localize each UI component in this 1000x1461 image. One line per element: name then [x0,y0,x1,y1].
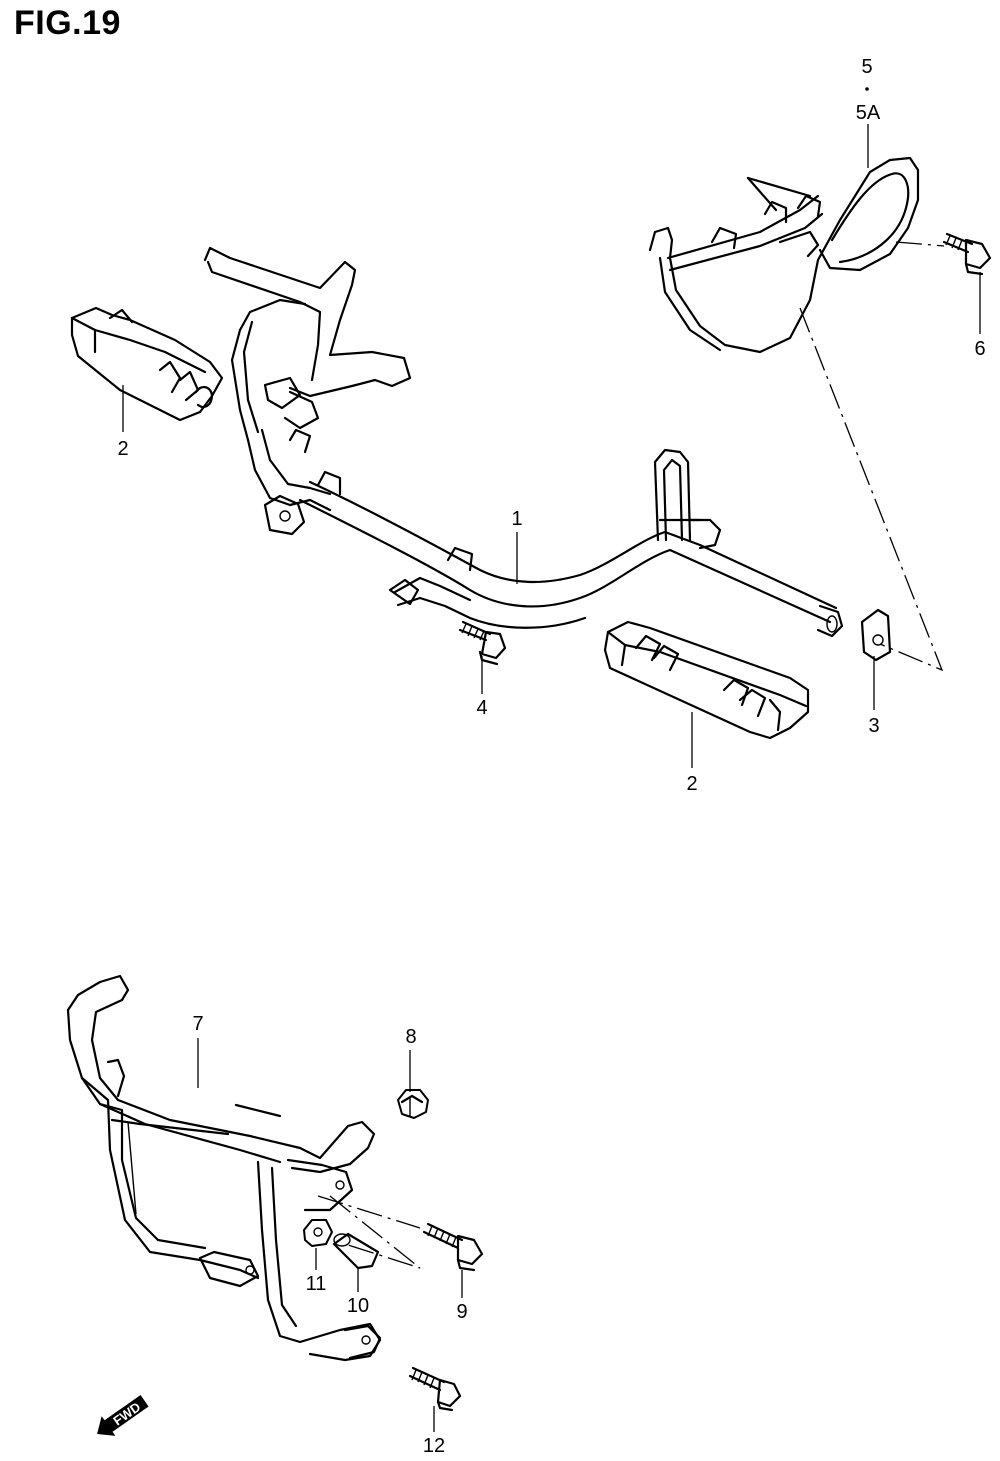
callout-9: 9 [456,1301,467,1323]
main-frame-part[interactable] [203,246,844,638]
front-guard-part[interactable] [66,974,382,1362]
callout-10: 10 [347,1295,369,1317]
bolt-9-part[interactable] [422,1222,484,1272]
callout-11: 11 [306,1273,327,1295]
callout-1: 1 [511,508,522,530]
callout-5: 5 [861,56,872,78]
fwd-arrow-icon: FWD [97,1395,149,1436]
callout-4: 4 [476,697,487,719]
bolt-6-part[interactable] [942,232,992,276]
bolt-12-part[interactable] [408,1366,462,1412]
callout-12: 12 [423,1435,445,1457]
callout-7: 7 [192,1013,203,1035]
callout-2-upper: 2 [117,438,128,460]
assembly-lines [317,241,945,1269]
leader-lines [122,124,981,1432]
plate-part[interactable] [860,608,892,662]
nut-11-part[interactable] [303,1219,333,1247]
callout-3: 3 [868,715,879,737]
bolt-4-part[interactable] [458,620,507,666]
nut-8-part[interactable] [397,1089,429,1119]
rear-guard-part[interactable] [648,156,920,354]
footrest-rubber-upper-part[interactable] [70,306,224,422]
callout-5a: 5A [856,102,881,124]
callout-2-lower: 2 [686,773,697,795]
callout-8: 8 [405,1026,416,1048]
callout-5-dot [865,87,869,91]
figure-title: FIG.19 [14,4,121,42]
spacer-10-part[interactable] [332,1232,380,1270]
callout-numbers: 1 2 2 3 4 5 5A 6 7 8 9 10 11 12 [117,56,985,1457]
callout-6: 6 [974,338,985,360]
footrest-rubber-lower-part[interactable] [603,620,810,740]
